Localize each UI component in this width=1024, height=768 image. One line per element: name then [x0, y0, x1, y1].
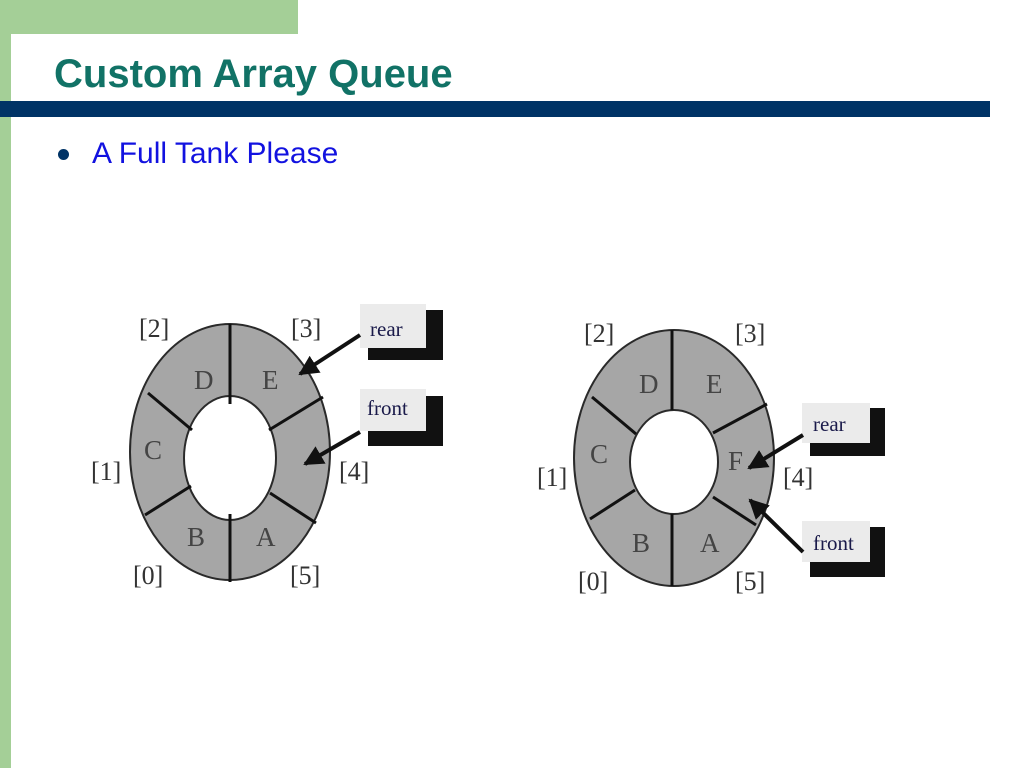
front-pointer-box: front [802, 521, 885, 577]
ring-2 [573, 329, 775, 587]
cell-index: [1] [537, 463, 567, 492]
title-divider [0, 101, 990, 117]
cell-value: E [706, 369, 723, 399]
cell-value: C [590, 439, 608, 469]
rear-arrow [298, 333, 362, 376]
cell-index: [0] [133, 561, 163, 590]
left-accent-bar [0, 0, 11, 768]
top-accent-bar [0, 0, 298, 34]
cell-index: [3] [735, 319, 765, 348]
cell-value: D [194, 365, 214, 395]
cell-value: A [700, 528, 720, 558]
cell-value: F [728, 446, 743, 476]
ring-1 [129, 323, 331, 582]
cell-index: [4] [339, 457, 369, 486]
cell-index: [2] [139, 314, 169, 343]
circular-queue-2: D E C F B A [2] [3] [1] [4] [0] [5] rear… [537, 319, 885, 596]
cell-value: C [144, 435, 162, 465]
cell-index: [3] [291, 314, 321, 343]
rear-label: rear [370, 317, 403, 341]
circular-queue-1: D E C B A [2] [3] [1] [4] [0] [5] rear f… [91, 304, 443, 590]
cell-index: [4] [783, 463, 813, 492]
rear-arrow [747, 433, 805, 470]
front-label: front [813, 531, 854, 555]
cell-index: [1] [91, 457, 121, 486]
cell-index: [2] [584, 319, 614, 348]
front-pointer-box: front [360, 389, 443, 446]
bullet-text: A Full Tank Please [92, 137, 339, 170]
cell-value: D [639, 369, 659, 399]
rear-pointer-box: rear [360, 304, 443, 360]
front-label: front [367, 396, 408, 420]
cell-value: B [187, 522, 205, 552]
cell-index: [0] [578, 567, 608, 596]
cell-value: A [256, 522, 276, 552]
front-arrow [303, 430, 362, 466]
bullet-dot-icon [58, 149, 69, 160]
rear-pointer-box: rear [802, 403, 885, 456]
cell-index: [5] [735, 567, 765, 596]
accent-corner [11, 34, 91, 114]
rear-label: rear [813, 412, 846, 436]
cell-value: E [262, 365, 279, 395]
cell-value: B [632, 528, 650, 558]
front-arrow [748, 498, 805, 554]
slide-title: Custom Array Queue [54, 52, 453, 96]
cell-index: [5] [290, 561, 320, 590]
